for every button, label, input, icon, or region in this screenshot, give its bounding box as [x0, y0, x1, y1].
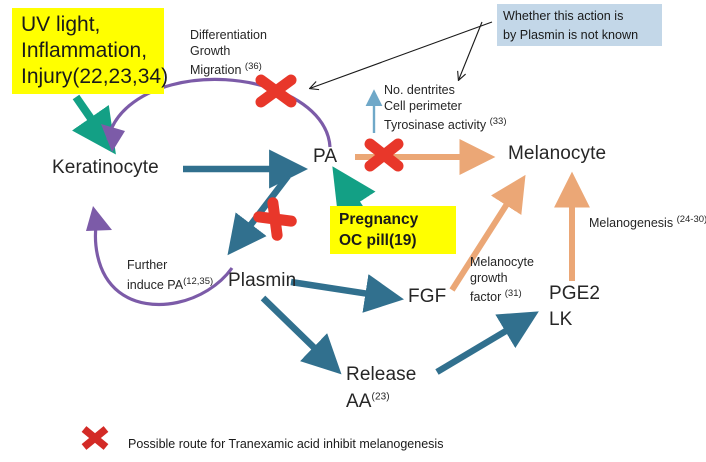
uv-box-line-2: Inflammation, — [21, 39, 148, 62]
annotation-further-induce-line-1: Further — [127, 258, 168, 272]
callout-line-2: by Plasmin is not known — [503, 28, 639, 42]
callout-line-1: Whether this action is — [503, 9, 624, 23]
annotation-mgf-line-3: factor (31) — [470, 288, 522, 305]
annotation-mgf-ref: (31) — [504, 288, 522, 299]
uv-box-ref: (22,23,34) — [72, 65, 169, 88]
annotation-melanogenesis: Melanogenesis (24-30) — [589, 212, 706, 232]
annotation-differentiation-line-1: Differentiation — [190, 28, 267, 42]
annotation-dentrites: No. dentrites Cell perimeter Tyrosinase … — [384, 83, 507, 134]
uv-box-line-1: UV light, — [21, 13, 101, 36]
node-fgf: FGF — [408, 286, 447, 307]
arrow-plasmin-to-fgf — [290, 274, 404, 313]
arrow-plasmin-to-release-aa — [260, 295, 342, 375]
node-plasmin: Plasmin — [228, 270, 297, 291]
node-release: Release — [346, 364, 417, 385]
red-x-on-pa-melanocyte — [364, 138, 404, 172]
legend-label: Possible route for Tranexamic acid inhib… — [128, 437, 444, 451]
annotation-mgf-line-1: Melanocyte — [470, 255, 534, 269]
pregnancy-box-line-2: OC pill(19) — [339, 232, 417, 249]
pointer-callout-to-dentrites — [459, 21, 483, 79]
node-lk: LK — [549, 309, 573, 330]
annotation-dentrites-ref: (33) — [489, 116, 507, 127]
node-melanocyte: Melanocyte — [508, 143, 607, 164]
red-x-on-arc — [255, 74, 297, 108]
annotation-melanogenesis-ref: (24-30) — [676, 214, 706, 225]
node-pge2: PGE2 — [549, 283, 601, 304]
annotation-melanogenesis-line-1: Melanogenesis (24-30) — [589, 214, 706, 231]
arrow-release-aa-to-pge2 — [435, 311, 539, 375]
annotation-mgf-line-2: growth — [470, 270, 508, 285]
node-pa: PA — [313, 146, 338, 167]
arrow-uv-to-keratinocyte — [71, 94, 116, 155]
node-keratinocyte: Keratinocyte — [52, 157, 159, 178]
annotation-dentrites-line-3: Tyrosinase activity (33) — [384, 116, 507, 133]
callout-box: Whether this action is by Plasmin is not… — [497, 4, 662, 46]
pregnancy-box-ref: (19) — [388, 232, 417, 249]
red-cross-on-pa-plasmin — [253, 197, 297, 241]
pointer-callout-to-arc-x — [311, 21, 493, 88]
annotation-mgf: Melanocyte growth factor (31) — [470, 255, 534, 306]
pregnancy-box: Pregnancy OC pill(19) — [330, 206, 456, 254]
annotation-differentiation-line-3: Migration (36) — [190, 61, 262, 78]
annotation-differentiation-line-2: Growth — [190, 43, 231, 58]
uv-light-box: UV light, Inflammation, Injury(22,23,34) — [12, 8, 168, 94]
annotation-further-induce: Further induce PA(12,35) — [127, 258, 213, 293]
annotation-further-induce-ref: (12,35) — [183, 275, 214, 287]
arrow-pa-to-plasmin — [227, 174, 291, 256]
legend-red-x-icon — [81, 426, 109, 450]
annotation-differentiation-ref: (36) — [244, 61, 262, 72]
annotation-dentrites-line-2: Cell perimeter — [384, 98, 462, 113]
uv-box-line-3: Injury(22,23,34) — [21, 65, 169, 88]
node-aa-ref: (23) — [371, 391, 390, 403]
node-aa: AA(23) — [346, 391, 390, 412]
annotation-further-induce-line-2: induce PA(12,35) — [127, 275, 214, 292]
pregnancy-box-line-1: Pregnancy — [339, 211, 419, 228]
annotation-differentiation: Differentiation Growth Migration (36) — [190, 28, 267, 79]
annotation-dentrites-line-1: No. dentrites — [384, 83, 455, 97]
